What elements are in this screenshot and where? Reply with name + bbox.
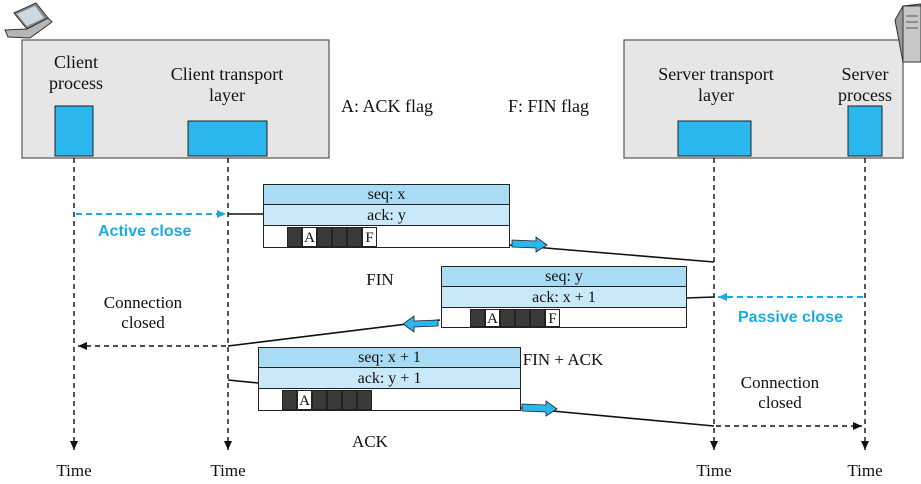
finack-flag-cell: A xyxy=(485,309,500,327)
finack-flag-cell xyxy=(530,309,545,327)
client-transport-label: Client transport layer xyxy=(170,64,284,105)
laptop-icon xyxy=(4,2,53,39)
server-transport-label: Server transport layer xyxy=(658,64,774,105)
ack-flag-cell: A xyxy=(297,390,312,410)
finack-path-line xyxy=(685,296,715,299)
finack-flag-cell xyxy=(470,309,485,327)
server-process-time-label: Time xyxy=(847,461,883,480)
fin-flag-cell: A xyxy=(302,227,317,247)
server-tower-icon xyxy=(894,3,921,63)
fin-flag-cell xyxy=(347,227,362,247)
finack-flag-cell xyxy=(515,309,530,327)
fin-seq-row xyxy=(263,184,510,205)
ack-direction-arrow xyxy=(521,400,558,417)
client-process-time-label: Time xyxy=(56,461,92,480)
fin-ack-text: ack: y xyxy=(367,207,406,224)
fin-flag-cell: F xyxy=(362,227,377,247)
client-transport-rect xyxy=(187,120,268,157)
ack-flag-cell xyxy=(357,390,372,410)
fin-seq-text: seq: x xyxy=(367,186,406,203)
fin-flag-legend: F: FIN flag xyxy=(508,96,589,116)
finack-segment-name: FIN + ACK xyxy=(522,350,604,369)
fin-path-line-2 xyxy=(509,244,715,263)
ack-flag-cell xyxy=(327,390,342,410)
ack-ack-row xyxy=(258,368,521,389)
passive-close-label: Passive close xyxy=(738,309,843,326)
fin-ack-row xyxy=(263,205,510,226)
finack-ack-row xyxy=(441,287,687,308)
ack-segment-name: ACK xyxy=(352,432,388,451)
server-process-label: Server process xyxy=(838,64,892,105)
ack-seq-text: seq: x + 1 xyxy=(358,349,421,366)
ack-seq-row xyxy=(258,347,521,368)
active-close-label: Active close xyxy=(98,223,192,240)
server-connection-closed-label: Connection closed xyxy=(740,373,820,412)
ack-ack-text: ack: y + 1 xyxy=(357,370,422,387)
client-connection-closed-label: Connection closed xyxy=(103,293,183,332)
client-transport-time-label: Time xyxy=(210,461,246,480)
client-process-label: Client process xyxy=(49,52,103,93)
ack-flag-cell xyxy=(282,390,297,410)
fin-direction-arrow xyxy=(511,236,548,253)
server-transport-rect xyxy=(677,120,752,157)
ack-path-line xyxy=(227,379,259,384)
fin-segment-name: FIN xyxy=(366,270,394,289)
finack-direction-arrow xyxy=(402,315,439,333)
fin-flag-cell xyxy=(287,227,302,247)
fin-segment: seq: x ack: y A F xyxy=(263,184,510,248)
finack-flag-cell xyxy=(500,309,515,327)
ack-flag-cell xyxy=(312,390,327,410)
fin-flag-cell xyxy=(317,227,332,247)
finack-segment: seq: y ack: x + 1 A F xyxy=(441,266,687,328)
finack-flag-cell: F xyxy=(545,309,560,327)
server-transport-time-label: Time xyxy=(696,461,732,480)
ack-segment: seq: x + 1 ack: y + 1 A xyxy=(258,347,521,411)
ack-flag-cell xyxy=(342,390,357,410)
server-process-square xyxy=(847,105,883,157)
finack-seq-row xyxy=(441,266,687,287)
ack-flag-legend: A: ACK flag xyxy=(341,96,433,116)
fin-flag-cell xyxy=(332,227,347,247)
client-process-square xyxy=(54,105,94,157)
finack-seq-text: seq: y xyxy=(545,268,583,285)
finack-ack-text: ack: x + 1 xyxy=(532,289,596,306)
